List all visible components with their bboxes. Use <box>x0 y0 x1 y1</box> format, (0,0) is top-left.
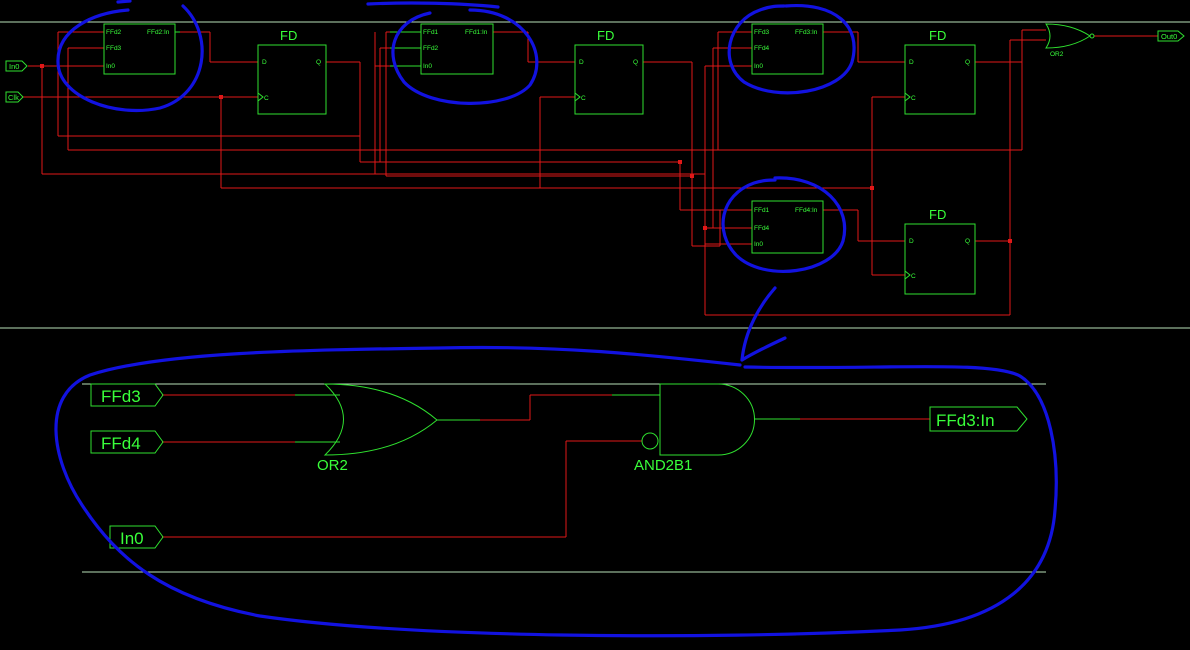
ff-type-label: FD <box>929 207 946 222</box>
annotation-circle-detail <box>54 345 1058 638</box>
block-output-label: FFd4:In <box>795 207 818 214</box>
detail-output-ffd3-in: FFd3:In <box>929 406 1028 432</box>
annotation-circle-ffd4 <box>721 176 847 273</box>
block-pin-label: FFd2 <box>106 29 122 36</box>
flip-flop-4: FD D Q C <box>904 207 976 295</box>
block-pin-label: In0 <box>106 63 115 70</box>
input-port-in0: In0 <box>5 60 28 72</box>
detail-input-ffd3: FFd3 <box>90 383 164 407</box>
out0-port-label: Out0 <box>1161 32 1177 41</box>
block-pin-label: FFd3 <box>106 45 122 52</box>
flip-flop-3: FD D Q C <box>904 28 976 115</box>
block-pin-label: In0 <box>423 63 432 70</box>
and-gate-detail-label: AND2B1 <box>634 457 692 474</box>
annotation-circle-ffd1 <box>391 8 539 105</box>
ff-pin-d: D <box>909 59 914 66</box>
block-ffd4-in: FFd1 FFd4 In0 FFd4:In <box>751 200 824 254</box>
block-output-label: FFd3:In <box>795 29 818 36</box>
output-port-out0: Out0 <box>1157 30 1185 42</box>
ff-pin-q: Q <box>316 59 321 66</box>
annotation-stroke-ffd1 <box>366 1 500 9</box>
ff-pin-d: D <box>262 59 267 66</box>
clk-port-label: Clk <box>8 93 19 102</box>
annotation-stroke-ffd2 <box>116 0 132 4</box>
annotation-circle-ffd3 <box>727 3 856 95</box>
block-output-label: FFd2:In <box>147 29 170 36</box>
block-ffd2-in: FFd2 FFd3 In0 FFd2:In <box>103 23 180 75</box>
flip-flop-2: FD D Q C <box>574 28 644 115</box>
block-ffd3-in: FFd3 FFd4 In0 FFd3:In <box>751 23 824 75</box>
detail-input-label: In0 <box>120 529 144 548</box>
annotation-circle-ffd2 <box>56 4 204 113</box>
ff-pin-d: D <box>909 238 914 245</box>
or-gate-detail-label: OR2 <box>317 457 348 474</box>
block-pin-label: FFd3 <box>754 29 770 36</box>
ff-pin-c: C <box>911 95 916 102</box>
block-pin-label: FFd4 <box>754 45 770 52</box>
block-pin-label: FFd1 <box>423 29 439 36</box>
detail-output-label: FFd3:In <box>936 411 995 430</box>
inverter-bubble <box>641 432 659 450</box>
detail-input-label: FFd3 <box>101 387 141 406</box>
annotation-arrow <box>740 286 787 362</box>
block-pin-label: FFd4 <box>754 225 770 232</box>
detail-input-label: FFd4 <box>101 434 141 453</box>
or-gate-label: OR2 <box>1050 51 1064 58</box>
in0-port-label: In0 <box>9 62 19 71</box>
detail-input-ffd4: FFd4 <box>90 430 164 454</box>
detail-wires <box>162 394 930 538</box>
block-pin-label: In0 <box>754 63 763 70</box>
block-output-label: FFd1:In <box>465 29 488 36</box>
block-ffd1-in: FFd1 FFd2 In0 FFd1:In <box>390 23 494 75</box>
ff-pin-c: C <box>264 95 269 102</box>
input-port-clk: Clk <box>5 91 24 103</box>
block-pin-label: FFd1 <box>754 207 770 214</box>
detail-input-in0: In0 <box>109 525 164 549</box>
ff-type-label: FD <box>929 28 946 43</box>
ff-pin-c: C <box>911 273 916 280</box>
ff-pin-q: Q <box>633 59 638 66</box>
block-pin-label: In0 <box>754 241 763 248</box>
top-or-gate: OR2 <box>1045 23 1095 58</box>
annotation-marks <box>54 0 1058 638</box>
ff-type-label: FD <box>280 28 297 43</box>
ff-type-label: FD <box>597 28 614 43</box>
flip-flop-1: FD D Q C <box>257 28 327 115</box>
top-wires <box>22 29 1158 316</box>
ff-pin-q: Q <box>965 238 970 245</box>
ff-pin-d: D <box>579 59 584 66</box>
detail-or-gate: OR2 <box>295 383 480 474</box>
block-pin-label: FFd2 <box>423 45 439 52</box>
detail-and-gate: AND2B1 <box>612 383 800 474</box>
ff-pin-q: Q <box>965 59 970 66</box>
junction-dots <box>40 64 1012 243</box>
ff-pin-c: C <box>581 95 586 102</box>
